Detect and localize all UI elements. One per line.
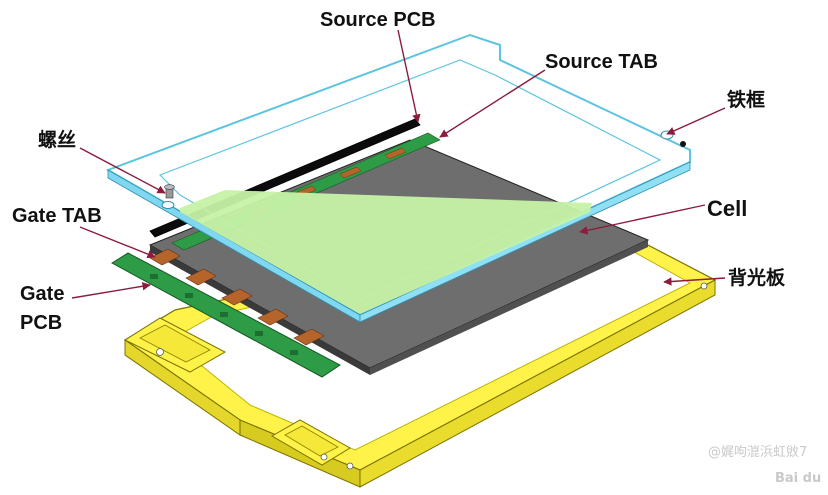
label-cell: Cell (707, 196, 747, 221)
backlight-mount-tab-bottom (270, 419, 354, 470)
leader-source-pcb (397, 29, 421, 123)
watermark-brand: Bai du (775, 471, 821, 486)
gate-tab-row (149, 248, 325, 346)
label-source-tab: Source TAB (545, 51, 658, 73)
leader-lines (71, 29, 726, 299)
protective-film (180, 190, 592, 314)
leader-cell (579, 204, 706, 235)
leader-gate-pcb (71, 282, 151, 299)
leader-screw (79, 147, 166, 194)
leader-gate-tab (79, 226, 156, 259)
label-screw: 螺丝 (38, 128, 76, 151)
backlight-mount-tab-left (123, 317, 227, 373)
screw-icon (161, 184, 175, 209)
label-backlight: 背光板 (728, 266, 786, 289)
leader-backlight (663, 277, 726, 286)
gate-pcb (111, 252, 341, 378)
label-gate-pcb-line1: Gate (20, 283, 64, 305)
label-iron-frame: 铁框 (727, 88, 765, 111)
watermark-user: @娓呴潉浜虹敓7 (708, 445, 807, 460)
label-gate-tab: Gate TAB (12, 205, 102, 227)
label-source-pcb: Source PCB (320, 9, 436, 31)
label-gate-pcb-line2: PCB (20, 312, 62, 334)
leader-iron-frame (666, 107, 726, 135)
leader-source-tab (439, 69, 546, 138)
